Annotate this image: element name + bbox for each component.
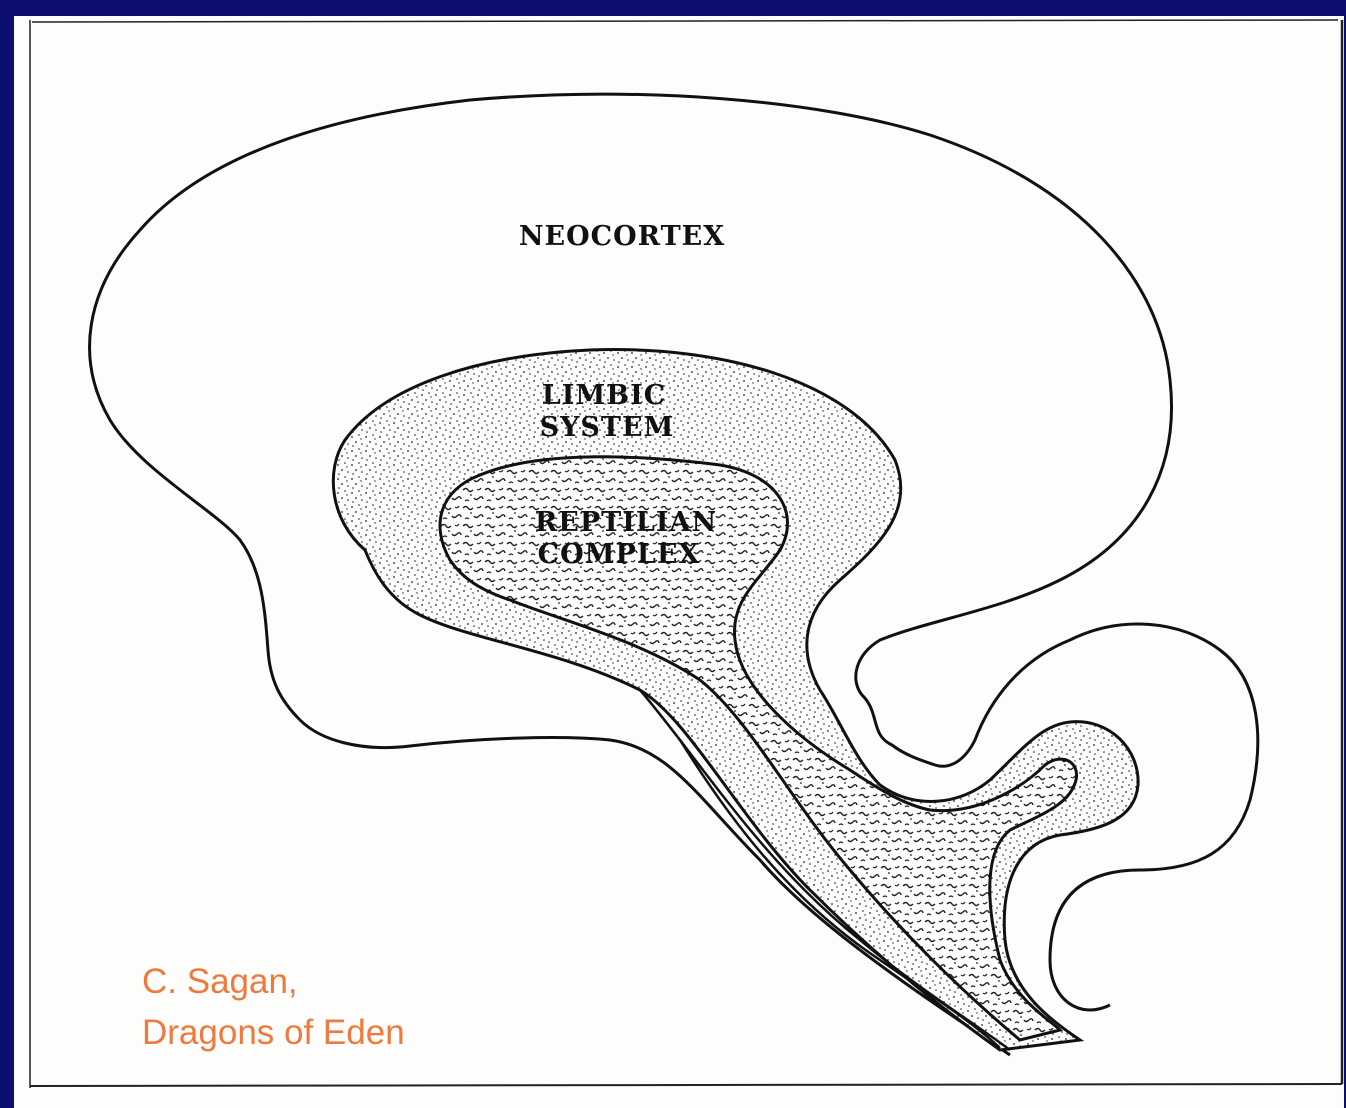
- credit-book-title: Dragons of Eden: [142, 1007, 405, 1058]
- neocortex-label: NEOCORTEX: [519, 221, 725, 252]
- reptilian-complex-label-line2: COMPLEX: [538, 539, 701, 570]
- reptilian-complex-label-line1: REPTILIAN: [535, 507, 717, 538]
- source-credit: C. Sagan, Dragons of Eden: [142, 956, 405, 1058]
- frame-bottom: [30, 1084, 1342, 1086]
- frame-top: [32, 20, 1338, 22]
- limbic-system-label-line2: SYSTEM: [540, 412, 675, 443]
- credit-author: C. Sagan,: [142, 956, 405, 1007]
- limbic-system-label-line1: LIMBIC: [542, 380, 666, 411]
